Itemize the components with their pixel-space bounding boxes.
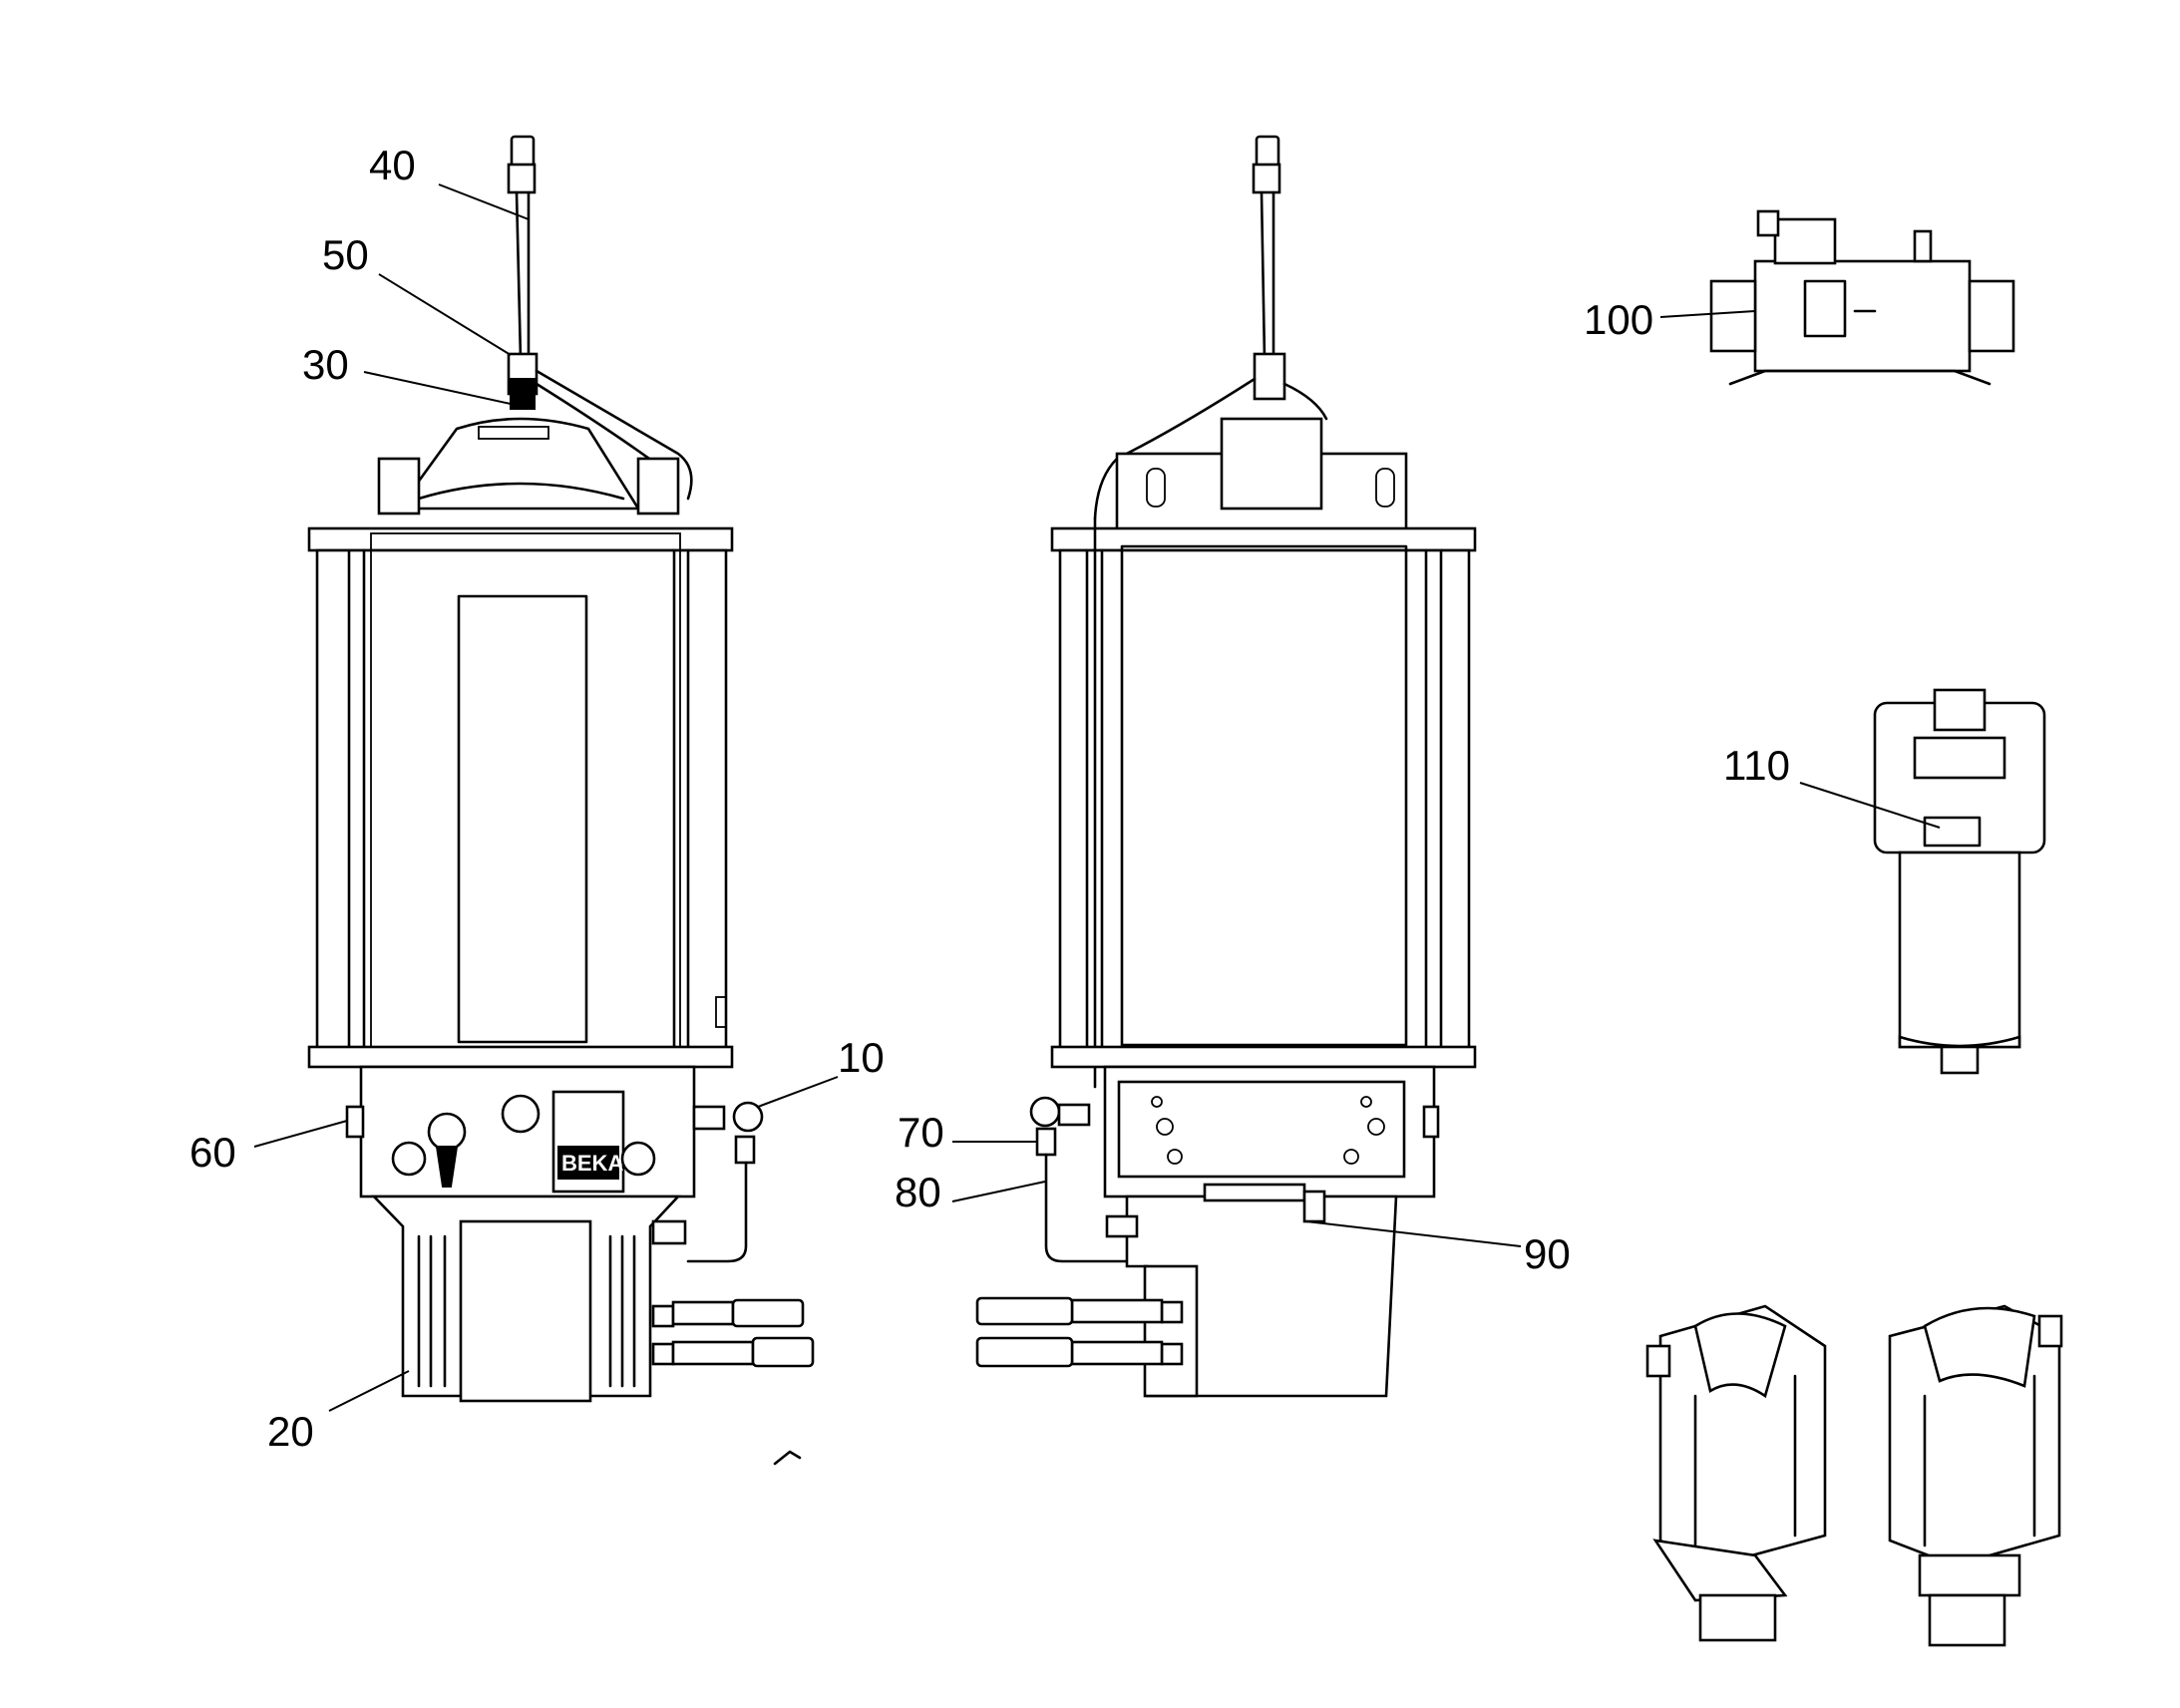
- valve-component: [1709, 209, 2015, 386]
- callout-10: 10: [838, 1034, 885, 1081]
- isometric-view-left: [1645, 1304, 1827, 1642]
- isometric-view-right: [1888, 1304, 2063, 1647]
- callout-50: 50: [322, 231, 369, 278]
- callout-100: 100: [1584, 296, 1653, 343]
- name-plate: BEKA: [561, 1151, 623, 1176]
- callout-90: 90: [1524, 1230, 1571, 1277]
- callout-60: 60: [189, 1129, 236, 1176]
- pump-rear-view: [975, 135, 1477, 1398]
- callout-70: 70: [898, 1109, 944, 1156]
- callout-20: 20: [267, 1408, 314, 1455]
- callout-30: 30: [302, 341, 349, 388]
- callout-80: 80: [895, 1169, 941, 1215]
- callout-110: 110: [1723, 742, 1790, 789]
- pump-front-view: BEKA: [307, 135, 815, 1466]
- callout-40: 40: [369, 142, 416, 188]
- callouts: 40 50 30 10 60 20 70 80 90 100 110: [189, 142, 1941, 1455]
- filter-component: [1873, 688, 2046, 1075]
